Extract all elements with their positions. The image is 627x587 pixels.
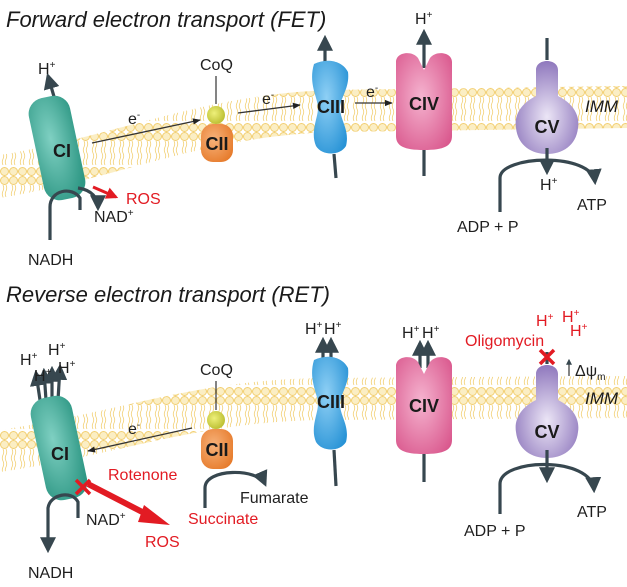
ret-ci-body [30, 395, 88, 501]
fet-civ-label: CIV [409, 94, 439, 114]
fet-nadh-label: NADH [28, 252, 73, 269]
ret-ci-proton-4: H+ [58, 359, 76, 377]
fet-complex-iii: CIII [312, 34, 349, 179]
ret-panel: Reverse electron transport (RET) IMM H+ … [0, 282, 627, 582]
ret-cii-body [201, 429, 233, 469]
fet-ci-proton: H+ [38, 60, 56, 78]
ret-cv-proton-3: H+ [570, 322, 588, 340]
ret-ciii-proton-2: H+ [324, 320, 342, 338]
ret-ci-proton-3: H+ [34, 367, 52, 385]
fet-cv-proton: H+ [540, 176, 558, 194]
ret-membrane-potential-label: Δψm [575, 363, 605, 383]
ret-nad-label: NAD+ [86, 511, 126, 529]
ret-civ-proton-1: H+ [402, 324, 420, 342]
fet-ciii-label: CIII [317, 97, 345, 117]
fet-electron-3: e- [366, 83, 378, 101]
ret-rotenone-label: Rotenone [108, 467, 177, 484]
fet-ci-label: CI [53, 141, 71, 161]
ret-cii-label: CII [205, 440, 228, 460]
ret-ciii-proton-1: H+ [305, 320, 323, 338]
fet-ros-arrow [92, 185, 119, 199]
ret-cv-label: CV [534, 422, 559, 442]
ret-ci-label: CI [51, 444, 69, 464]
ret-complex-i: H+ H+ H+ H+ CI Rotenone ROS NAD+ NADH [20, 341, 180, 582]
fet-cii-label: CII [205, 134, 228, 154]
ret-electron-arrow [87, 427, 193, 453]
ret-atp-label: ATP [577, 504, 607, 521]
fet-ros-label: ROS [126, 191, 161, 208]
fet-electron-2: e- [262, 90, 274, 108]
ret-oligomycin-label: Oligomycin [465, 333, 544, 350]
ret-ciii-label: CIII [317, 392, 345, 412]
ret-nadh-arrow [40, 493, 80, 554]
ret-coq-label: CoQ [200, 362, 233, 379]
fet-panel: Forward electron transport (FET) IMM CI … [0, 7, 627, 269]
fet-cv-body [515, 61, 579, 154]
ret-fumarate-label: Fumarate [240, 490, 309, 507]
fet-cv-label: CV [534, 117, 559, 137]
ret-coq [207, 411, 225, 429]
fet-complex-i: CI H+ ROS NAD+ NADH [28, 60, 161, 269]
ret-imm-label: IMM [585, 389, 619, 408]
ret-civ-proton-2: H+ [422, 324, 440, 342]
ret-ci-proton-arrow-1 [29, 369, 46, 401]
fet-nadh-arrow [48, 189, 82, 210]
ret-cv-proton-2: H+ [562, 308, 580, 326]
fet-civ-proton: H+ [415, 10, 433, 28]
fet-imm-label: IMM [585, 97, 619, 116]
ret-membrane [0, 376, 627, 472]
ret-civ-label: CIV [409, 396, 439, 416]
fet-nad-label: NAD+ [94, 208, 134, 226]
ret-ros-label: ROS [145, 534, 180, 551]
ret-complex-ii: CoQ CII Fumarate Succinate [188, 362, 309, 528]
fet-nad-arrow [77, 186, 106, 212]
ret-adp-label: ADP + P [464, 523, 526, 540]
ret-complex-v: Oligomycin H+ H+ H+ CV Δψm ADP + P ATP [464, 308, 607, 540]
fet-coq [207, 106, 225, 124]
fet-civ-body [396, 53, 452, 150]
fet-electron-1: e- [128, 110, 140, 128]
fet-complex-v: CV H+ ADP + P ATP [457, 38, 607, 236]
ret-succinate-label: Succinate [188, 511, 258, 528]
ret-ci-proton-arrow-4 [51, 363, 68, 401]
fet-complex-iv: H+ CIV [396, 10, 452, 176]
ret-oligomycin-block-icon [538, 348, 556, 366]
fet-atp-label: ATP [577, 197, 607, 214]
fet-cii-body [201, 124, 233, 162]
fet-title: Forward electron transport (FET) [6, 7, 326, 32]
ret-cv-body [515, 365, 579, 458]
ret-electron: e- [128, 420, 140, 438]
ret-complex-iv: H+ H+ CIV [396, 324, 452, 482]
ret-rotenone-block-icon [74, 478, 92, 496]
fet-coq-label: CoQ [200, 57, 233, 74]
ret-civ-body [396, 357, 452, 454]
ret-succinate-arrow [203, 469, 268, 508]
ret-title: Reverse electron transport (RET) [6, 282, 330, 307]
ret-complex-iii: H+ H+ CIII [305, 320, 349, 487]
fet-membrane [0, 86, 627, 198]
ret-ci-proton-1: H+ [20, 351, 38, 369]
fet-atp-synthesis-arrow [498, 158, 602, 212]
ret-nadh-label: NADH [28, 565, 73, 582]
fet-complex-ii: CoQ CII [200, 57, 233, 162]
fet-ci-body [28, 95, 86, 201]
ret-atp-synthesis-arrow [498, 462, 602, 514]
fet-electron-arrow-1 [91, 118, 201, 144]
fet-electron-arrow-2 [237, 102, 301, 114]
ret-cv-proton-1: H+ [536, 312, 554, 330]
fet-ciii-body [312, 60, 349, 154]
ret-ciii-body [312, 356, 349, 450]
ret-ci-proton-2: H+ [48, 341, 66, 359]
ret-ros-arrow [86, 481, 152, 519]
fet-adp-label: ADP + P [457, 219, 519, 236]
